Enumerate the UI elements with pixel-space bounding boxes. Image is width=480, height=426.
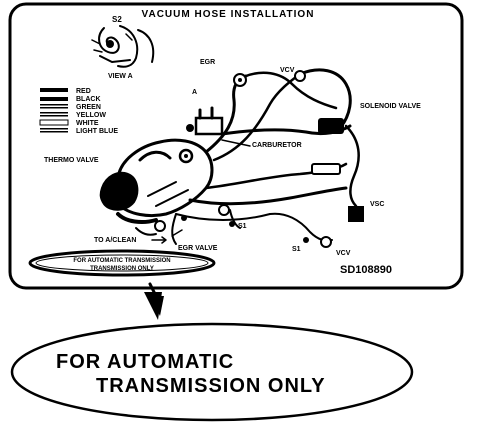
- small-oval-text-1: FOR AUTOMATIC TRANSMISSION: [73, 258, 170, 264]
- legend-yellow: YELLOW: [76, 112, 106, 119]
- legend-green: GREEN: [76, 104, 101, 111]
- legend-light-blue: LIGHT BLUE: [76, 128, 118, 135]
- label-vsc: VSC: [370, 201, 384, 208]
- label-egr-top: EGR: [200, 59, 215, 66]
- label-to-aclean: TO A/CLEAN: [94, 237, 136, 244]
- label-a-top: A: [192, 89, 197, 96]
- label-solenoid-valve: SOLENOID VALVE: [360, 103, 421, 110]
- callout-line-2: TRANSMISSION ONLY: [96, 375, 326, 397]
- legend-red: RED: [76, 88, 91, 95]
- label-egr-valve: EGR VALVE: [178, 245, 218, 252]
- part-number: SD108890: [340, 264, 392, 276]
- legend-white: WHITE: [76, 120, 99, 127]
- diagram-title: VACUUM HOSE INSTALLATION: [142, 9, 315, 20]
- legend-black: BLACK: [76, 96, 101, 103]
- view-code-label: S2: [112, 15, 122, 24]
- label-vcv-bottom: VCV: [336, 250, 351, 257]
- small-highlight-oval: [28, 249, 216, 277]
- view-a-inset: S2 VIEW A: [91, 15, 155, 80]
- small-oval-text-2: TRANSMISSION ONLY: [90, 266, 154, 272]
- callout-arrow: [144, 282, 164, 320]
- vacuum-hoses: [135, 68, 364, 248]
- engine-assembly: [99, 106, 230, 232]
- label-s1-right: S1: [292, 246, 301, 253]
- label-thermo-valve: THERMO VALVE: [44, 157, 99, 164]
- label-carburetor: CARBURETOR: [252, 142, 302, 149]
- view-a-label: VIEW A: [108, 73, 133, 80]
- color-legend: RED BLACK GREEN YELLOW WHITE LIGHT BLUE: [39, 88, 118, 135]
- callout-oval: [10, 322, 414, 422]
- label-vcv-top: VCV: [280, 67, 295, 74]
- callout-line-1: FOR AUTOMATIC: [56, 351, 234, 373]
- label-s1-left: S1: [238, 223, 247, 230]
